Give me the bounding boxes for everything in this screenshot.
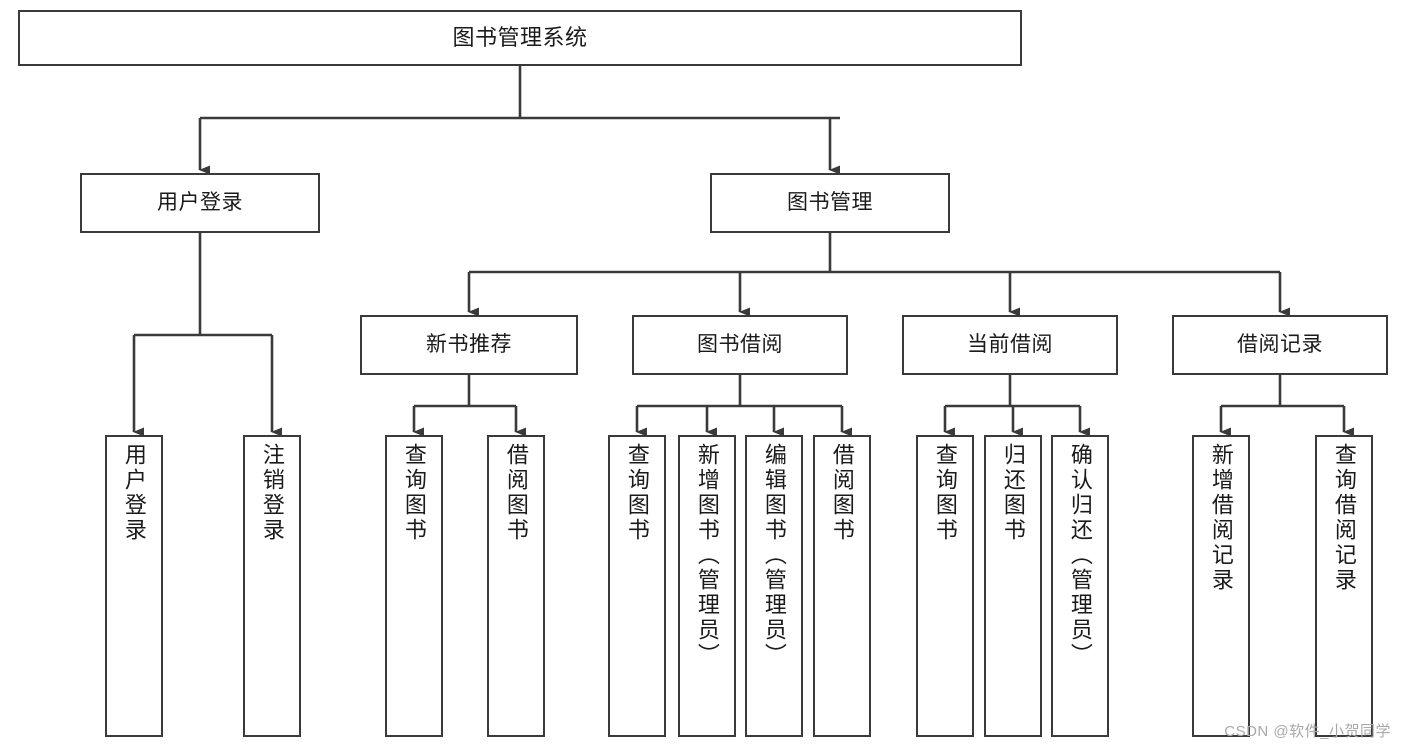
node-leaf-logout-login-label: 注销登录 bbox=[259, 443, 285, 543]
csdn-watermark: CSDN @软件_小贺同学 bbox=[1224, 723, 1391, 740]
node-leaf-edit-book-admin-label: 编辑图书（管理员） bbox=[761, 443, 787, 668]
node-leaf-query-book-cb[interactable]: 查询图书 bbox=[916, 435, 974, 737]
node-user-login-label: 用户登录 bbox=[157, 190, 243, 214]
node-borrow-record-label: 借阅记录 bbox=[1237, 332, 1323, 356]
node-leaf-borrow-book-bb-label: 借阅图书 bbox=[829, 443, 855, 543]
node-leaf-add-borrow-record[interactable]: 新增借阅记录 bbox=[1192, 435, 1250, 737]
node-book-borrow-label: 图书借阅 bbox=[697, 332, 783, 356]
node-current-borrow-label: 当前借阅 bbox=[967, 332, 1053, 356]
node-leaf-add-book-admin-label: 新增图书（管理员） bbox=[694, 443, 720, 668]
node-leaf-confirm-return-label: 确认归还（管理员） bbox=[1067, 443, 1093, 668]
node-user-login[interactable]: 用户登录 bbox=[80, 173, 320, 233]
node-leaf-logout-login[interactable]: 注销登录 bbox=[243, 435, 301, 737]
node-leaf-query-book-bb[interactable]: 查询图书 bbox=[608, 435, 666, 737]
node-leaf-query-book-bb-label: 查询图书 bbox=[624, 443, 650, 543]
node-leaf-user-login[interactable]: 用户登录 bbox=[105, 435, 163, 737]
node-root[interactable]: 图书管理系统 bbox=[18, 10, 1022, 66]
node-leaf-return-book-label: 归还图书 bbox=[1000, 443, 1026, 543]
node-leaf-add-borrow-record-label: 新增借阅记录 bbox=[1208, 443, 1234, 593]
node-new-book-recommend-label: 新书推荐 bbox=[426, 332, 512, 356]
node-borrow-record[interactable]: 借阅记录 bbox=[1172, 315, 1388, 375]
node-leaf-edit-book-admin[interactable]: 编辑图书（管理员） bbox=[745, 435, 803, 737]
node-leaf-borrow-book-bb[interactable]: 借阅图书 bbox=[813, 435, 871, 737]
node-leaf-add-book-admin[interactable]: 新增图书（管理员） bbox=[678, 435, 736, 737]
node-leaf-query-book-cb-label: 查询图书 bbox=[932, 443, 958, 543]
node-leaf-user-login-label: 用户登录 bbox=[121, 443, 147, 543]
node-leaf-query-book-nbr-label: 查询图书 bbox=[401, 443, 427, 543]
node-book-manage-label: 图书管理 bbox=[787, 190, 873, 214]
node-leaf-borrow-book-nbr-label: 借阅图书 bbox=[503, 443, 529, 543]
node-book-manage[interactable]: 图书管理 bbox=[710, 173, 950, 233]
node-leaf-confirm-return[interactable]: 确认归还（管理员） bbox=[1051, 435, 1109, 737]
node-leaf-query-borrow-record[interactable]: 查询借阅记录 bbox=[1315, 435, 1373, 737]
node-root-label: 图书管理系统 bbox=[452, 25, 588, 51]
node-book-borrow[interactable]: 图书借阅 bbox=[632, 315, 848, 375]
node-leaf-query-book-nbr[interactable]: 查询图书 bbox=[385, 435, 443, 737]
node-new-book-recommend[interactable]: 新书推荐 bbox=[360, 315, 578, 375]
node-current-borrow[interactable]: 当前借阅 bbox=[902, 315, 1118, 375]
node-leaf-return-book[interactable]: 归还图书 bbox=[984, 435, 1042, 737]
node-leaf-query-borrow-record-label: 查询借阅记录 bbox=[1331, 443, 1357, 593]
node-leaf-borrow-book-nbr[interactable]: 借阅图书 bbox=[487, 435, 545, 737]
